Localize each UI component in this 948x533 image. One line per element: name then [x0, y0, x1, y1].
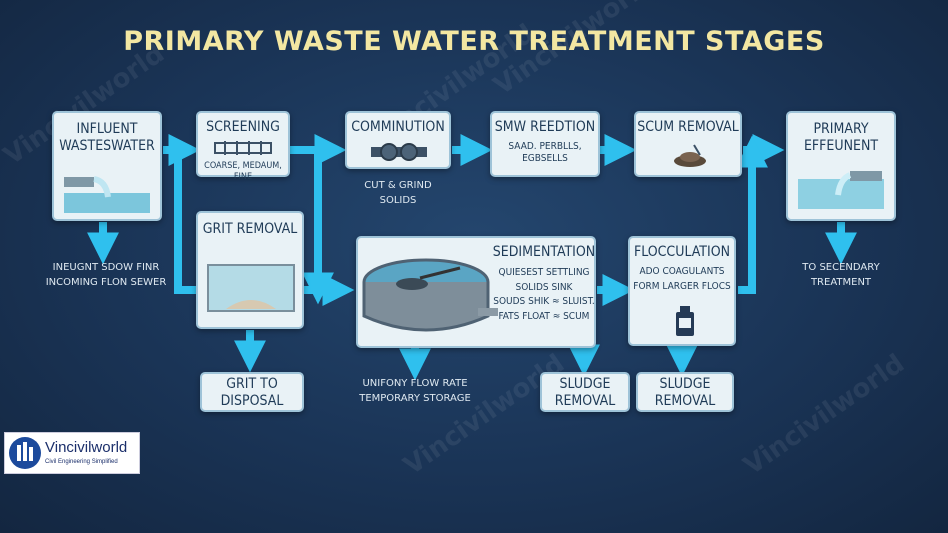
comminution-box: COMMINUTION	[345, 111, 451, 169]
sedimentation-sub: QUIESEST SETTLING SOLIDS SINK SOUDS SHIK…	[493, 267, 595, 322]
primary-effluent-box: PRIMARY EFFEUNENT	[786, 111, 896, 221]
coagulant-tank-icon	[676, 306, 694, 336]
sludge1-title: SLUDGE REMOVAL	[554, 376, 616, 409]
grit-tank-icon	[207, 264, 295, 312]
influent-note: INEUGNT SDOW FINR INCOMING FLON SEWER	[45, 262, 167, 288]
sludge2-title: SLUDGE REMOVAL	[654, 376, 716, 409]
clarifier-tank-icon	[362, 258, 498, 332]
scum-bowl-icon	[674, 144, 706, 167]
screening-box: SCREENING COARSE, MEDAUM, FINE	[196, 111, 290, 182]
comminution-title: COMMINUTION	[351, 119, 445, 135]
arrow-flocc-primary	[736, 135, 768, 294]
sedimentation-note: UNIFONY FLOW RATE TEMPORARY STORAGE	[359, 378, 471, 404]
scum-title: SCUM REMOVAL	[637, 119, 739, 135]
logo-tagline: Civil Engineering Simplified	[45, 459, 118, 465]
brand-logo: Vincivilworld Civil Engineering Simplifi…	[4, 432, 140, 474]
effluent-tank-icon	[798, 171, 884, 209]
globe-logo-icon	[9, 437, 41, 469]
sludge-removal-box-2: SLUDGE REMOVAL	[636, 372, 734, 412]
smw-sub: SAAD. PERBLLS, EGBSELLS	[508, 141, 582, 164]
smw-title: SMW REEDTION	[494, 119, 596, 135]
sedimentation-title: SEDIMENTATION	[492, 244, 596, 260]
grit-title: GRIT REMOVAL	[202, 221, 298, 237]
secondary-note: TO SECENDARY TREATMENT	[802, 262, 880, 288]
grit-removal-box: GRIT REMOVAL	[196, 211, 304, 329]
influent-box: INFLUENT WASTESWATER	[52, 111, 162, 221]
diagram-title: PRIMARY WASTE WATER TREATMENT STAGES	[123, 26, 825, 57]
primary-title: PRIMARY EFFEUNENT	[803, 121, 879, 154]
comminution-note: CUT & GRIND SOLIDS	[364, 180, 432, 206]
smw-box: SMW REEDTION SAAD. PERBLLS, EGBSELLS	[490, 111, 600, 177]
grit-disposal-box: GRIT TO DISPOSAL	[200, 372, 304, 412]
screening-sub: COARSE, MEDAUM, FINE	[204, 161, 282, 182]
screen-bars-icon	[214, 141, 272, 155]
scum-box: SCUM REMOVAL	[634, 111, 742, 177]
flocculation-sub: ADO COAGULANTS FORM LARGER FLOCS	[633, 266, 731, 292]
influent-title: INFLUENT WASTESWATER	[59, 121, 155, 154]
screening-title: SCREENING	[206, 119, 280, 135]
flocculation-box: FLOCCULATION ADO COAGULANTS FORM LARGER …	[628, 236, 736, 346]
grit-disposal-title: GRIT TO DISPOSAL	[220, 376, 284, 409]
sludge-removal-box-1: SLUDGE REMOVAL	[540, 372, 630, 412]
flocculation-title: FLOCCULATION	[633, 244, 731, 260]
grinder-icon	[371, 143, 427, 161]
logo-brand: Vincivilworld	[45, 439, 128, 456]
pipe-water-icon	[64, 176, 150, 213]
sedimentation-box: SEDIMENTATION QUIESEST SETTLING SOLIDS S…	[356, 236, 596, 348]
